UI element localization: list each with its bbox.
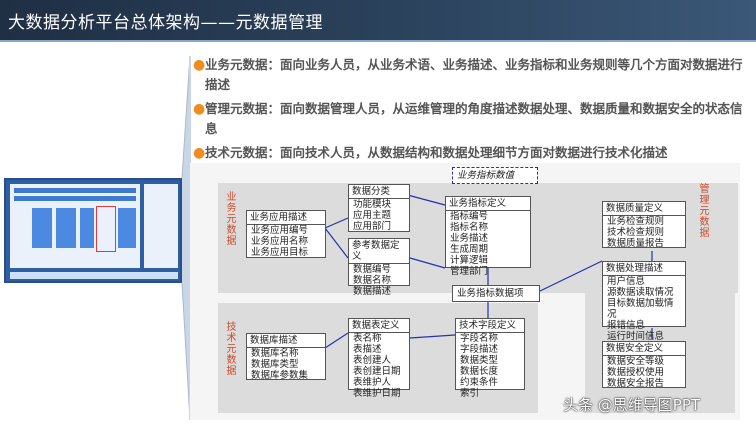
slide-header: 大数据分析平台总体架构——元数据管理 [0,0,756,40]
box-row: 数据描述 [353,286,392,297]
box-row: 数据授权使用 [607,367,665,378]
box-row: 数据库名称 [251,348,299,359]
box-row: 字段名称 [460,333,499,344]
box-row: 业务描述 [450,233,489,244]
thumbnail-bar [14,188,136,193]
bullet-list: ● 业务元数据：面向业务人员，从业务术语、业务描述、业务指标和业务规则等几个方面… [193,55,743,167]
box-title: 业务应用描述 [247,211,325,225]
label-technical: 技术元数据 [224,321,235,376]
box-metric-item: 业务指标数据项 [452,285,540,302]
box-data-processing: 数据处理描述 用户信息 源数据读取情况 目标数据加载情况 报错信息 运行时间信息 [602,261,686,342]
box-data-security: 数据安全定义 数据安全等级 数据授权使用 数据安全报告 [602,341,686,389]
thumbnail-bottom-bar [10,272,178,279]
box-row: 应用部门 [353,221,392,232]
bullet-text: ：面向业务人员，从业务术语、业务描述、业务指标和业务规则等几个方面对数据进行描述 [205,57,743,92]
box-field-definition: 技术字段定义 字段名称 字段描述 数据类型 数据长度 约束条件 索引 [455,318,525,399]
watermark: 头条 @思维导图PPT [563,396,701,414]
box-row: 数据质量报告 [607,238,665,249]
box-row: 用户信息 [607,276,646,287]
box-row: 约束条件 [460,377,499,388]
box-row: 指标名称 [450,222,489,233]
box-row: 管理部门 [450,266,489,277]
box-row: 技术检查规则 [607,227,665,238]
box-row: 数据名称 [353,275,392,286]
box-row: 表创建人 [353,355,392,366]
box-database-description: 数据库描述 数据库名称 数据库类型 数据库参数集 [246,333,326,381]
bullet-business: ● 业务元数据：面向业务人员，从业务术语、业务描述、业务指标和业务规则等几个方面… [193,55,743,95]
box-row: 数据类型 [460,355,499,366]
box-row: 表维护日期 [353,388,401,399]
box-row: 目标数据加载情况 [607,298,674,320]
header-divider [0,40,756,42]
box-title: 数据处理描述 [603,262,685,276]
metadata-diagram: 业务元数据 管理元数据 技术元数据 业务应用描述 业务应用编号 业务应用名称 业… [190,163,740,420]
thumbnail-bar [14,196,136,201]
thumbnail-block [80,208,94,248]
box-metric-value: 业务指标数值 [452,167,538,184]
box-row: 数据编号 [353,264,392,275]
box-row: 源数据读取情况 [607,287,674,298]
box-row: 报错信息 [607,320,646,331]
thumbnail-highlight [96,206,116,252]
box-row: 字段描述 [460,344,499,355]
label-business: 业务元数据 [224,191,235,246]
box-row: 表名称 [353,333,382,344]
box-data-category: 数据分类 功能模块 应用主题 应用部门 [348,184,410,232]
box-row: 索引 [460,388,480,399]
diagram-connectors [324,192,653,349]
box-row: 功能模块 [353,199,392,210]
box-row: 表维护人 [353,377,392,388]
box-row: 指标编号 [450,211,489,222]
thumbnail-block [32,208,52,248]
box-title: 业务指标定义 [446,197,530,211]
bullet-text: ：面向数据管理人员，从运维管理的角度描述数据处理、数据质量和数据安全的状态信息 [205,101,743,136]
box-row: 业务应用编号 [251,225,309,236]
bullet-label: 业务元数据 [205,57,268,72]
box-row: 数据长度 [460,366,499,377]
box-row: 应用主题 [353,210,392,221]
box-row: 表创建日期 [353,366,401,377]
box-title: 数据分类 [349,185,409,199]
box-title: 业务指标数值 [457,170,515,181]
box-row: 运行时间信息 [607,331,665,342]
box-row: 数据库类型 [251,359,299,370]
box-row: 数据安全等级 [607,356,665,367]
box-row: 数据安全报告 [607,378,665,389]
box-title: 技术字段定义 [456,319,524,333]
bullet-dot-icon: ● [193,145,206,161]
box-row: 生成周期 [450,244,489,255]
box-metric-definition: 业务指标定义 指标编号 指标名称 业务描述 生成周期 计算逻辑 管理部门 [445,196,531,277]
box-title: 数据质量定义 [603,202,685,216]
box-business-app: 业务应用描述 业务应用编号 业务应用名称 业务应用目标 [246,210,326,258]
slide-title: 大数据分析平台总体架构——元数据管理 [8,13,323,33]
thumbnail-main-area [10,184,140,268]
box-row: 业务应用名称 [251,236,309,247]
box-row: 业务应用目标 [251,247,309,258]
box-title: 数据表定义 [349,319,409,333]
box-title: 数据库描述 [247,334,325,348]
bullet-management: ● 管理元数据：面向数据管理人员，从运维管理的角度描述数据处理、数据质量和数据安… [193,99,743,139]
box-data-quality: 数据质量定义 业务检查规则 技术检查规则 数据质量报告 [602,201,686,249]
box-title: 参考数据定义 [349,239,409,264]
box-title: 数据安全定义 [603,342,685,356]
bullet-dot-icon: ● [193,57,206,73]
box-title: 业务指标数据项 [457,288,524,299]
box-row: 表描述 [353,344,382,355]
bullet-technical: ● 技术元数据：面向技术人员，从数据结构和数据处理细节方面对数据进行技术化描述 [193,143,743,163]
label-management: 管理元数据 [697,183,708,238]
box-row: 数据库参数集 [251,370,309,381]
bullet-dot-icon: ● [193,101,206,117]
thumbnail-side-area [144,184,178,268]
thumbnail-block [118,208,136,248]
box-reference-data: 参考数据定义 数据编号 数据名称 数据描述 [348,238,410,297]
thumbnail-block [56,208,76,248]
box-row: 业务检查规则 [607,216,665,227]
box-row: 计算逻辑 [450,255,489,266]
architecture-thumbnail [4,178,182,283]
bullet-text: ：面向技术人员，从数据结构和数据处理细节方面对数据进行技术化描述 [267,145,668,160]
bullet-label: 管理元数据 [205,101,268,116]
bullet-label: 技术元数据 [205,145,268,160]
box-table-definition: 数据表定义 表名称 表描述 表创建人 表创建日期 表维护人 表维护日期 [348,318,410,399]
